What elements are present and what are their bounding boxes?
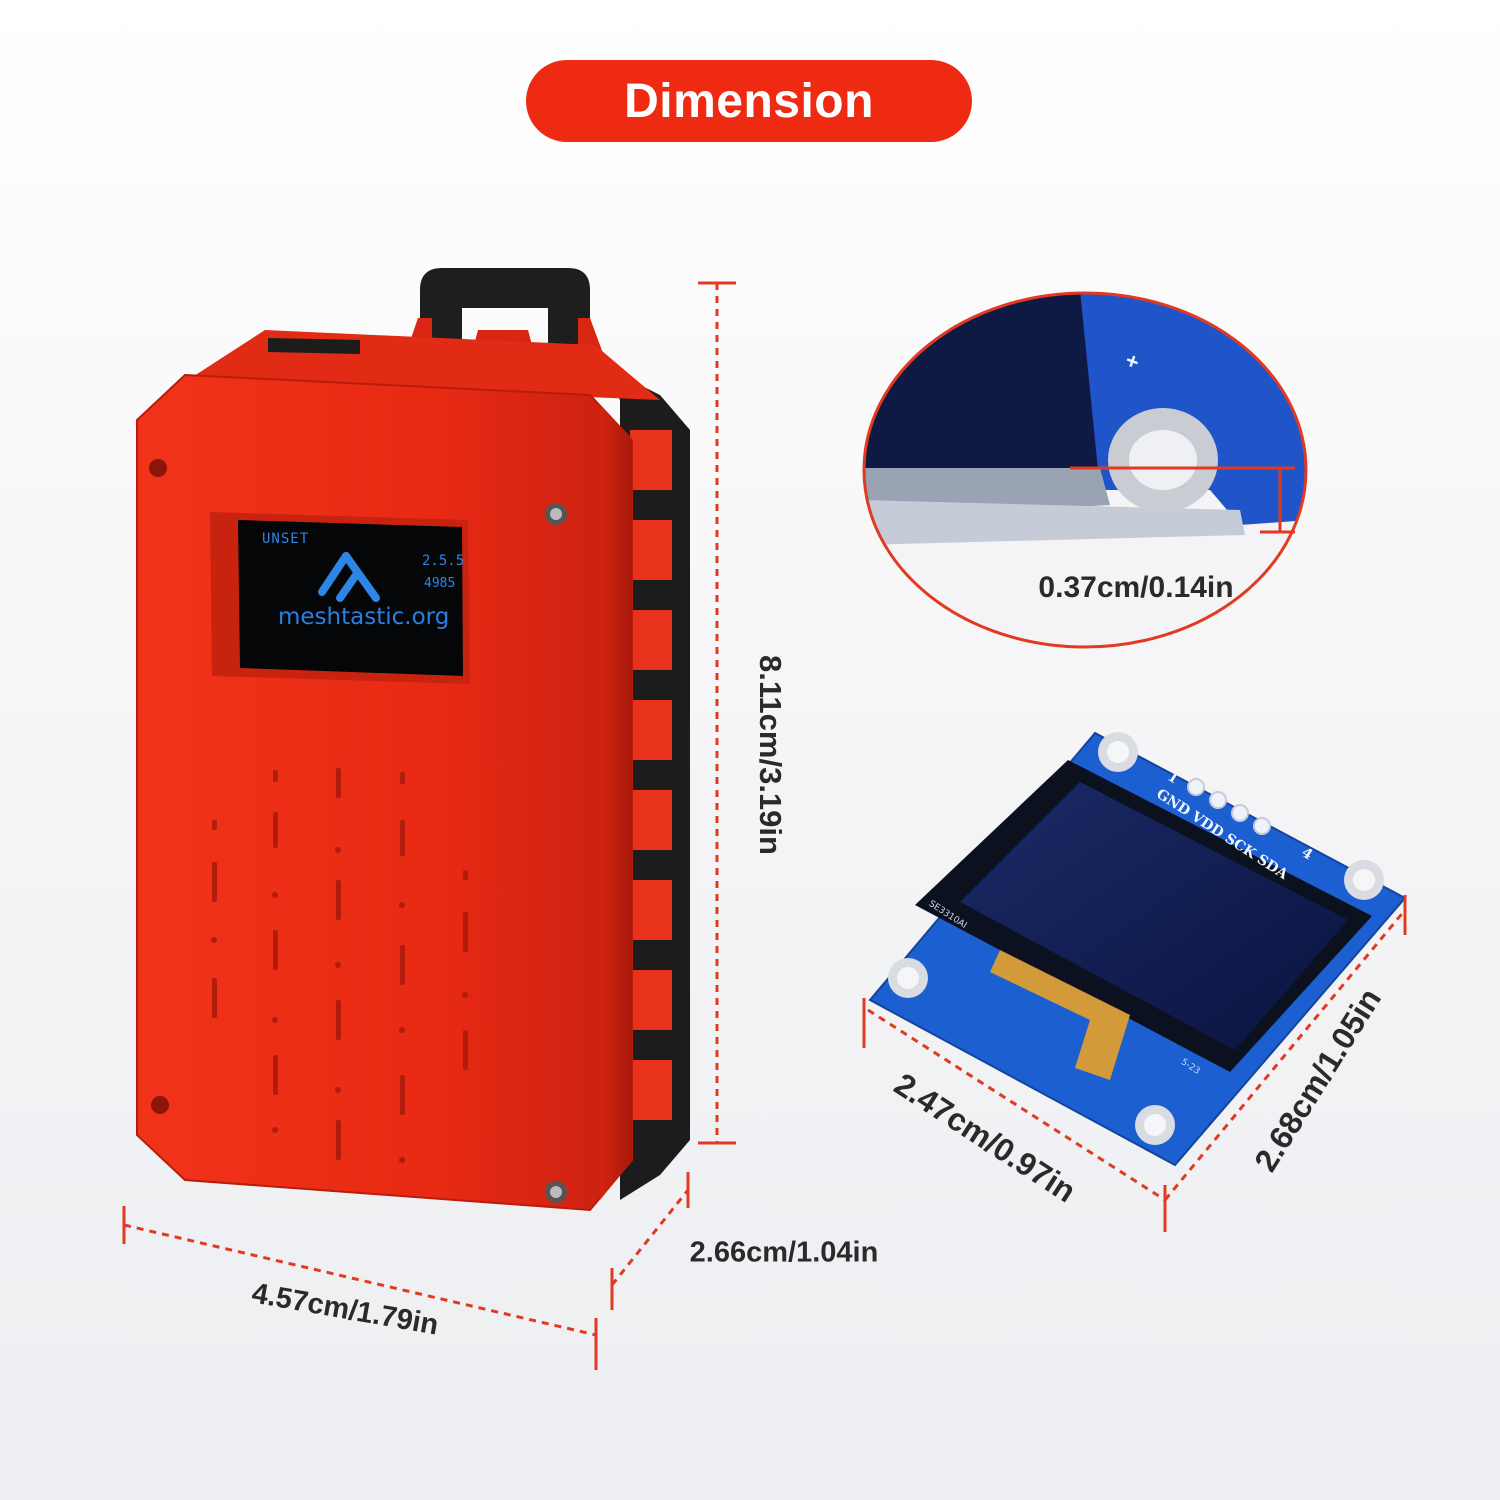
vent-pattern: [211, 768, 468, 1163]
oled-thickness-label: 0.37cm/0.14in: [1038, 571, 1234, 604]
lanyard-loop: [405, 268, 604, 360]
device-case: [136, 373, 633, 1212]
screen-status: UNSET: [262, 531, 310, 547]
screen-version: 2.5.5: [422, 553, 465, 569]
measure-lines: [122, 281, 736, 1370]
depth-label: 2.66cm/1.04in: [689, 1236, 879, 1269]
screen-url: meshtastic.org: [278, 604, 450, 630]
thickness-zoom: [862, 291, 1308, 649]
banner-title: Dimension: [624, 74, 874, 128]
meshtastic-logo-icon: [318, 552, 380, 602]
screen-id: 4985: [424, 576, 456, 591]
dimension-banner: Dimension: [526, 60, 972, 142]
height-label: 8.11cm/3.19in: [753, 655, 788, 855]
oled-module: [862, 731, 1407, 1232]
